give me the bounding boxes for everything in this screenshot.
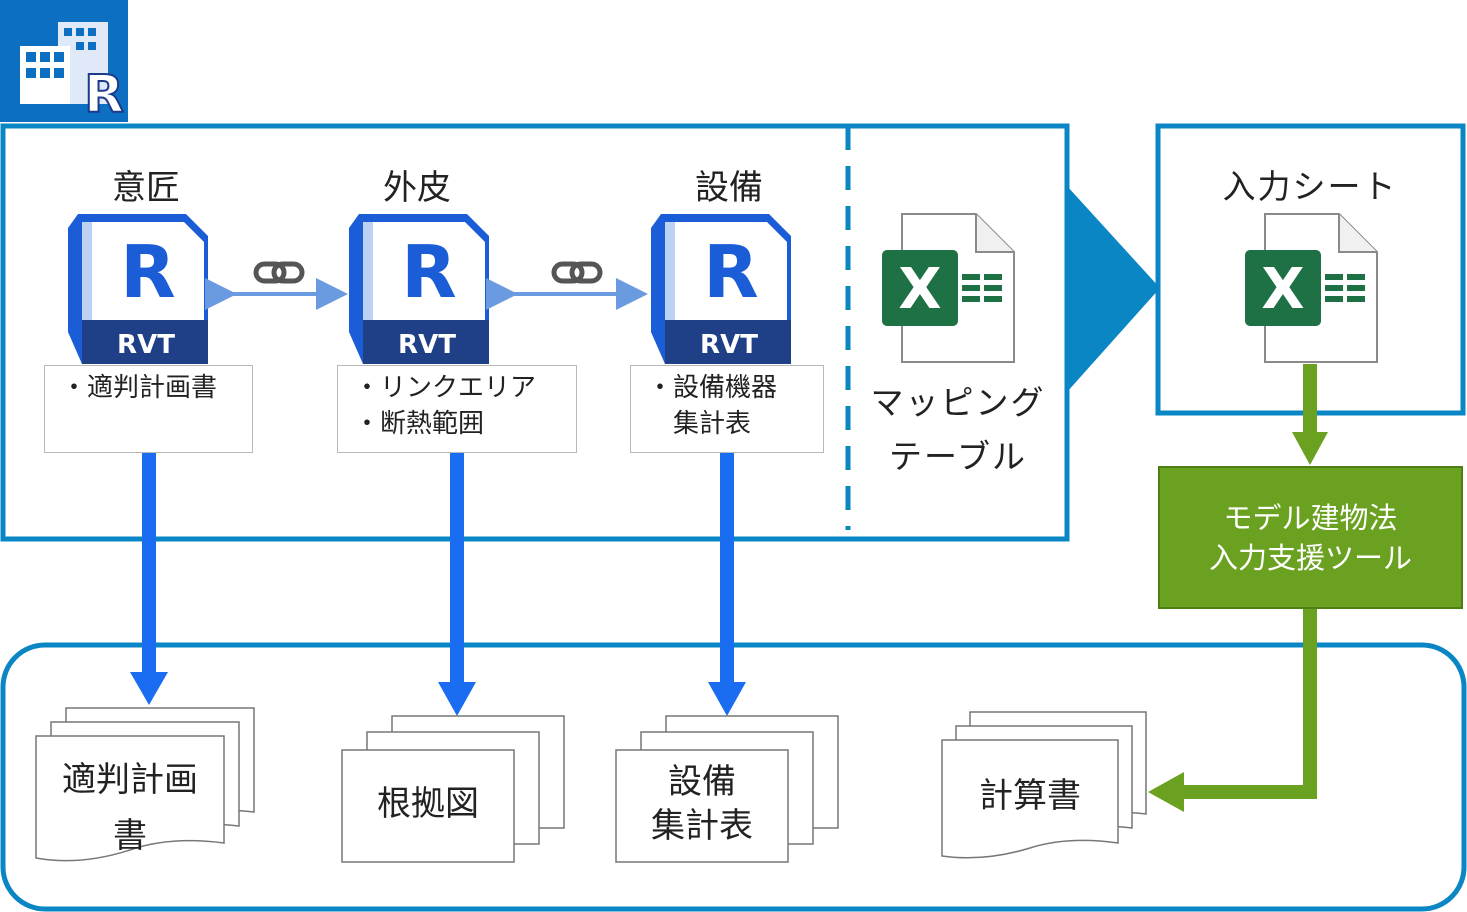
input-support-tool: モデル建物法 入力支援ツール bbox=[1158, 466, 1463, 609]
svg-text:X: X bbox=[1261, 257, 1304, 322]
chain-link-icon bbox=[253, 261, 305, 284]
model-note-envelope: ・リンクエリア ・断熱範囲 bbox=[337, 365, 577, 453]
output-doc-basis-drawing: 根拠図 bbox=[342, 782, 514, 826]
svg-text:RVT: RVT bbox=[398, 330, 456, 360]
document-stack-icon bbox=[341, 715, 565, 863]
note-line: ・適判計画書 bbox=[61, 373, 218, 403]
down-arrow bbox=[438, 452, 476, 716]
output-doc-compliance-plan: 適判計画 書 bbox=[36, 752, 224, 864]
svg-text:R: R bbox=[84, 65, 124, 125]
model-note-equipment: ・設備機器 集計表 bbox=[630, 365, 824, 453]
green-elbow-arrow bbox=[1148, 609, 1317, 812]
note-line: ・断熱範囲 bbox=[354, 409, 485, 439]
rvt-file-icon: R RVT bbox=[651, 214, 791, 364]
excel-icon: X bbox=[1245, 213, 1378, 363]
model-title-equipment: 設備 bbox=[695, 168, 763, 208]
output-doc-equipment-summary: 設備 集計表 bbox=[616, 760, 788, 848]
svg-text:X: X bbox=[898, 257, 941, 322]
excel-icon: X bbox=[882, 213, 1015, 363]
doc-line: 集計表 bbox=[651, 806, 753, 846]
svg-text:R: R bbox=[703, 230, 758, 314]
input-sheet-title: 入力シート bbox=[1222, 167, 1398, 206]
note-line: ・リンクエリア bbox=[354, 373, 537, 403]
mapping-line: テーブル bbox=[888, 437, 1028, 476]
model-note-design: ・適判計画書 bbox=[44, 365, 253, 453]
note-line: 集計表 bbox=[647, 409, 752, 439]
note-line: ・設備機器 bbox=[647, 373, 778, 403]
doc-line: 適判計画 bbox=[62, 760, 198, 800]
tool-line: モデル建物法 bbox=[1223, 500, 1398, 535]
svg-text:RVT: RVT bbox=[700, 330, 758, 360]
tool-line: 入力支援ツール bbox=[1208, 540, 1412, 575]
building-r-logo-icon: R bbox=[0, 0, 128, 126]
rvt-file-icon: R RVT bbox=[68, 214, 208, 364]
mapping-table-label: マッピング テーブル bbox=[856, 376, 1060, 484]
rvt-file-icon: R RVT bbox=[349, 214, 489, 364]
svg-text:R: R bbox=[401, 230, 456, 314]
doc-line: 設備 bbox=[668, 762, 736, 802]
document-stack-icon bbox=[35, 707, 255, 862]
document-stack-icon bbox=[615, 715, 839, 863]
svg-text:R: R bbox=[120, 230, 175, 314]
doc-line: 計算書 bbox=[979, 776, 1081, 816]
chain-link-icon bbox=[551, 261, 603, 284]
flow-triangle bbox=[1067, 186, 1160, 392]
model-title-design: 意匠 bbox=[112, 168, 180, 208]
output-doc-calculation: 計算書 bbox=[942, 774, 1118, 818]
down-arrow bbox=[708, 452, 746, 716]
doc-line: 書 bbox=[113, 816, 147, 856]
model-title-envelope: 外皮 bbox=[383, 168, 451, 208]
svg-text:RVT: RVT bbox=[117, 330, 175, 360]
document-stack-icon bbox=[941, 711, 1147, 859]
down-arrow bbox=[130, 452, 168, 705]
doc-line: 根拠図 bbox=[377, 784, 479, 824]
green-down-arrow bbox=[1292, 364, 1328, 465]
mapping-line: マッピング bbox=[870, 383, 1046, 422]
